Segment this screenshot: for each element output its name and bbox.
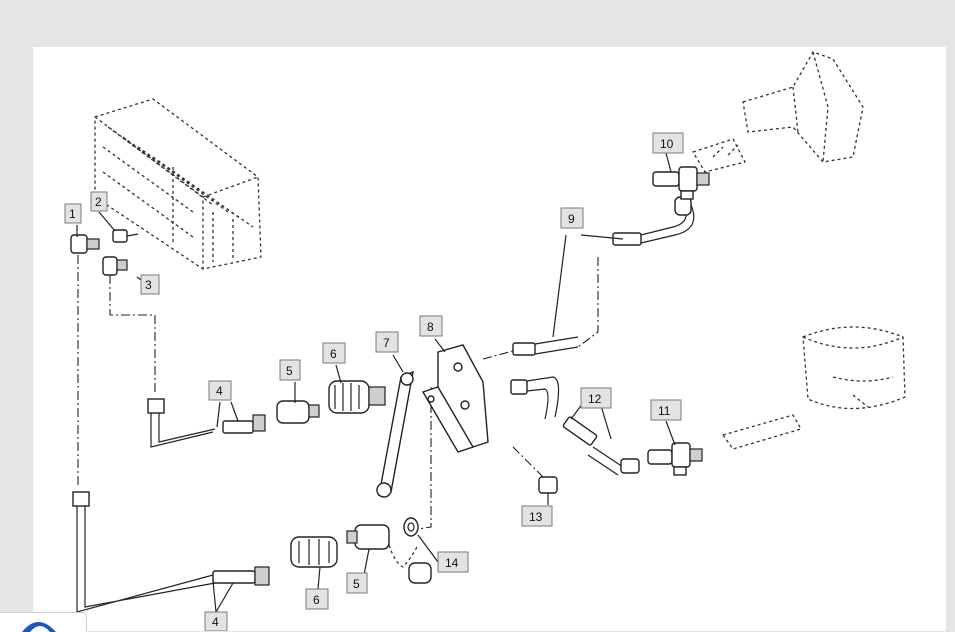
svg-text:6: 6 — [313, 593, 320, 607]
svg-text:4: 4 — [216, 384, 223, 398]
svg-text:2: 2 — [95, 195, 102, 209]
fitting-2 — [112, 229, 139, 243]
callout-1[interactable]: 1 — [64, 203, 82, 224]
bracket-plate-8 — [421, 344, 489, 453]
hose-4-lower — [72, 491, 270, 613]
callout-3[interactable]: 3 — [140, 274, 160, 295]
svg-text:6: 6 — [330, 347, 337, 361]
callout-4-lower[interactable]: 4 — [204, 611, 228, 631]
callout-11[interactable]: 11 — [650, 399, 682, 421]
callout-6-lower[interactable]: 6 — [305, 588, 329, 610]
hose-9 — [512, 196, 695, 356]
svg-text:9: 9 — [568, 212, 575, 226]
tee-fitting-11 — [647, 442, 703, 476]
svg-text:10: 10 — [660, 137, 674, 151]
callout-8[interactable]: 8 — [419, 315, 443, 337]
coupler-5-middle — [276, 400, 320, 424]
callout-6-middle[interactable]: 6 — [322, 342, 346, 364]
svg-text:11: 11 — [658, 404, 671, 418]
coupler-6-middle — [328, 380, 386, 414]
bolt-13 — [538, 476, 558, 499]
svg-text:5: 5 — [353, 577, 360, 591]
svg-text:1: 1 — [69, 207, 76, 221]
svg-text:4: 4 — [212, 615, 219, 629]
callout-5-middle[interactable]: 5 — [279, 359, 301, 381]
fitting-1 — [70, 234, 100, 254]
washer-14 — [403, 517, 419, 537]
callout-4-middle[interactable]: 4 — [208, 380, 232, 401]
dust-cap-chain — [388, 544, 432, 584]
hose-12 — [510, 376, 640, 476]
svg-text:8: 8 — [427, 320, 434, 334]
svg-text:12: 12 — [588, 392, 602, 406]
callout-7[interactable]: 7 — [375, 331, 399, 353]
coupler-6-lower — [290, 536, 338, 568]
callout-12[interactable]: 12 — [580, 387, 612, 409]
svg-text:3: 3 — [145, 278, 152, 292]
callout-5-lower[interactable]: 5 — [346, 572, 368, 594]
tee-fitting-10 — [652, 166, 710, 200]
top-toolbar — [0, 0, 955, 34]
svg-text:5: 5 — [286, 364, 293, 378]
fitting-3 — [102, 256, 128, 276]
svg-text:14: 14 — [445, 556, 459, 570]
app-logo-icon — [22, 622, 56, 632]
valve-block — [94, 98, 262, 270]
callout-2[interactable]: 2 — [90, 191, 108, 212]
svg-text:7: 7 — [383, 336, 390, 350]
hose-4-middle — [147, 398, 266, 448]
diagram-panel: 1 2 3 4 4 5 5 6 6 7 8 9 10 11 12 13 14 — [33, 47, 946, 631]
cylinder-top-right — [692, 51, 864, 173]
link-bar-7 — [376, 370, 414, 498]
callout-10[interactable]: 10 — [652, 132, 684, 154]
app-badge[interactable] — [0, 612, 87, 632]
coupler-5-lower — [346, 524, 390, 550]
exploded-parts-diagram: 1 2 3 4 4 5 5 6 6 7 8 9 10 11 12 13 14 — [64, 51, 906, 631]
svg-text:13: 13 — [529, 510, 543, 524]
callout-9[interactable]: 9 — [560, 207, 584, 229]
cylinder-right — [721, 326, 906, 450]
callout-14[interactable]: 14 — [437, 551, 469, 573]
callout-13[interactable]: 13 — [521, 505, 553, 527]
